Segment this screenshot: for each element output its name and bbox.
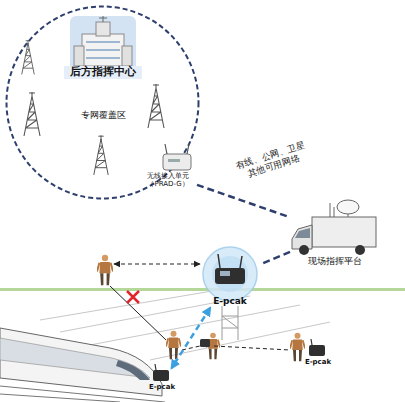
signal-tower bbox=[94, 135, 108, 175]
scaffold bbox=[222, 306, 238, 340]
direct-link bbox=[114, 263, 200, 264]
epack-node: E-pcak bbox=[142, 368, 182, 398]
device-label: E-pcak bbox=[298, 358, 338, 366]
person bbox=[290, 333, 305, 362]
signal-tower bbox=[22, 40, 35, 74]
handset-device bbox=[200, 339, 210, 347]
field-command-platform: 现场指挥平台 bbox=[290, 195, 380, 271]
network-link bbox=[197, 185, 290, 217]
signal-tower bbox=[148, 84, 164, 128]
command-vehicle bbox=[292, 200, 376, 255]
network-link bbox=[172, 308, 210, 368]
train-windshield bbox=[116, 360, 150, 380]
epack-node: E-pcak bbox=[200, 246, 260, 308]
epack-node: E-pcak bbox=[298, 343, 338, 373]
coverage-circle bbox=[7, 7, 199, 199]
epack-hub bbox=[203, 247, 257, 301]
epack-handset bbox=[309, 339, 325, 356]
ground-link bbox=[182, 346, 290, 350]
network-link bbox=[260, 252, 290, 265]
person bbox=[97, 255, 113, 285]
rail bbox=[0, 386, 165, 402]
command-center: 后方指挥中心 bbox=[62, 16, 144, 90]
epack-handset bbox=[153, 364, 169, 381]
coverage-area: 专网覆盖区 后方指挥中心无线接入单元（PRAD-G） bbox=[5, 5, 200, 200]
blocked-link bbox=[110, 286, 166, 340]
ground-line bbox=[0, 288, 405, 291]
vehicle-label: 现场指挥平台 bbox=[294, 257, 376, 267]
train-window-band bbox=[0, 338, 150, 378]
center-label: 后方指挥中心 bbox=[64, 66, 142, 79]
device-label: E-pcak bbox=[142, 383, 182, 391]
person bbox=[166, 331, 181, 360]
train-body bbox=[0, 328, 162, 396]
node-shape bbox=[62, 16, 144, 90]
blocked-mark bbox=[127, 291, 139, 303]
link-label: 有线、公网、卫星其他可用网络 bbox=[234, 140, 309, 182]
area-label: 专网覆盖区 bbox=[75, 110, 131, 120]
signal-tower bbox=[24, 92, 40, 136]
access-unit-icon bbox=[163, 144, 191, 170]
access-unit: 无线接入单元（PRAD-G） bbox=[135, 150, 197, 198]
device-label: 无线接入单元（PRAD-G） bbox=[145, 172, 191, 188]
device-label: E-pcak bbox=[200, 296, 260, 306]
